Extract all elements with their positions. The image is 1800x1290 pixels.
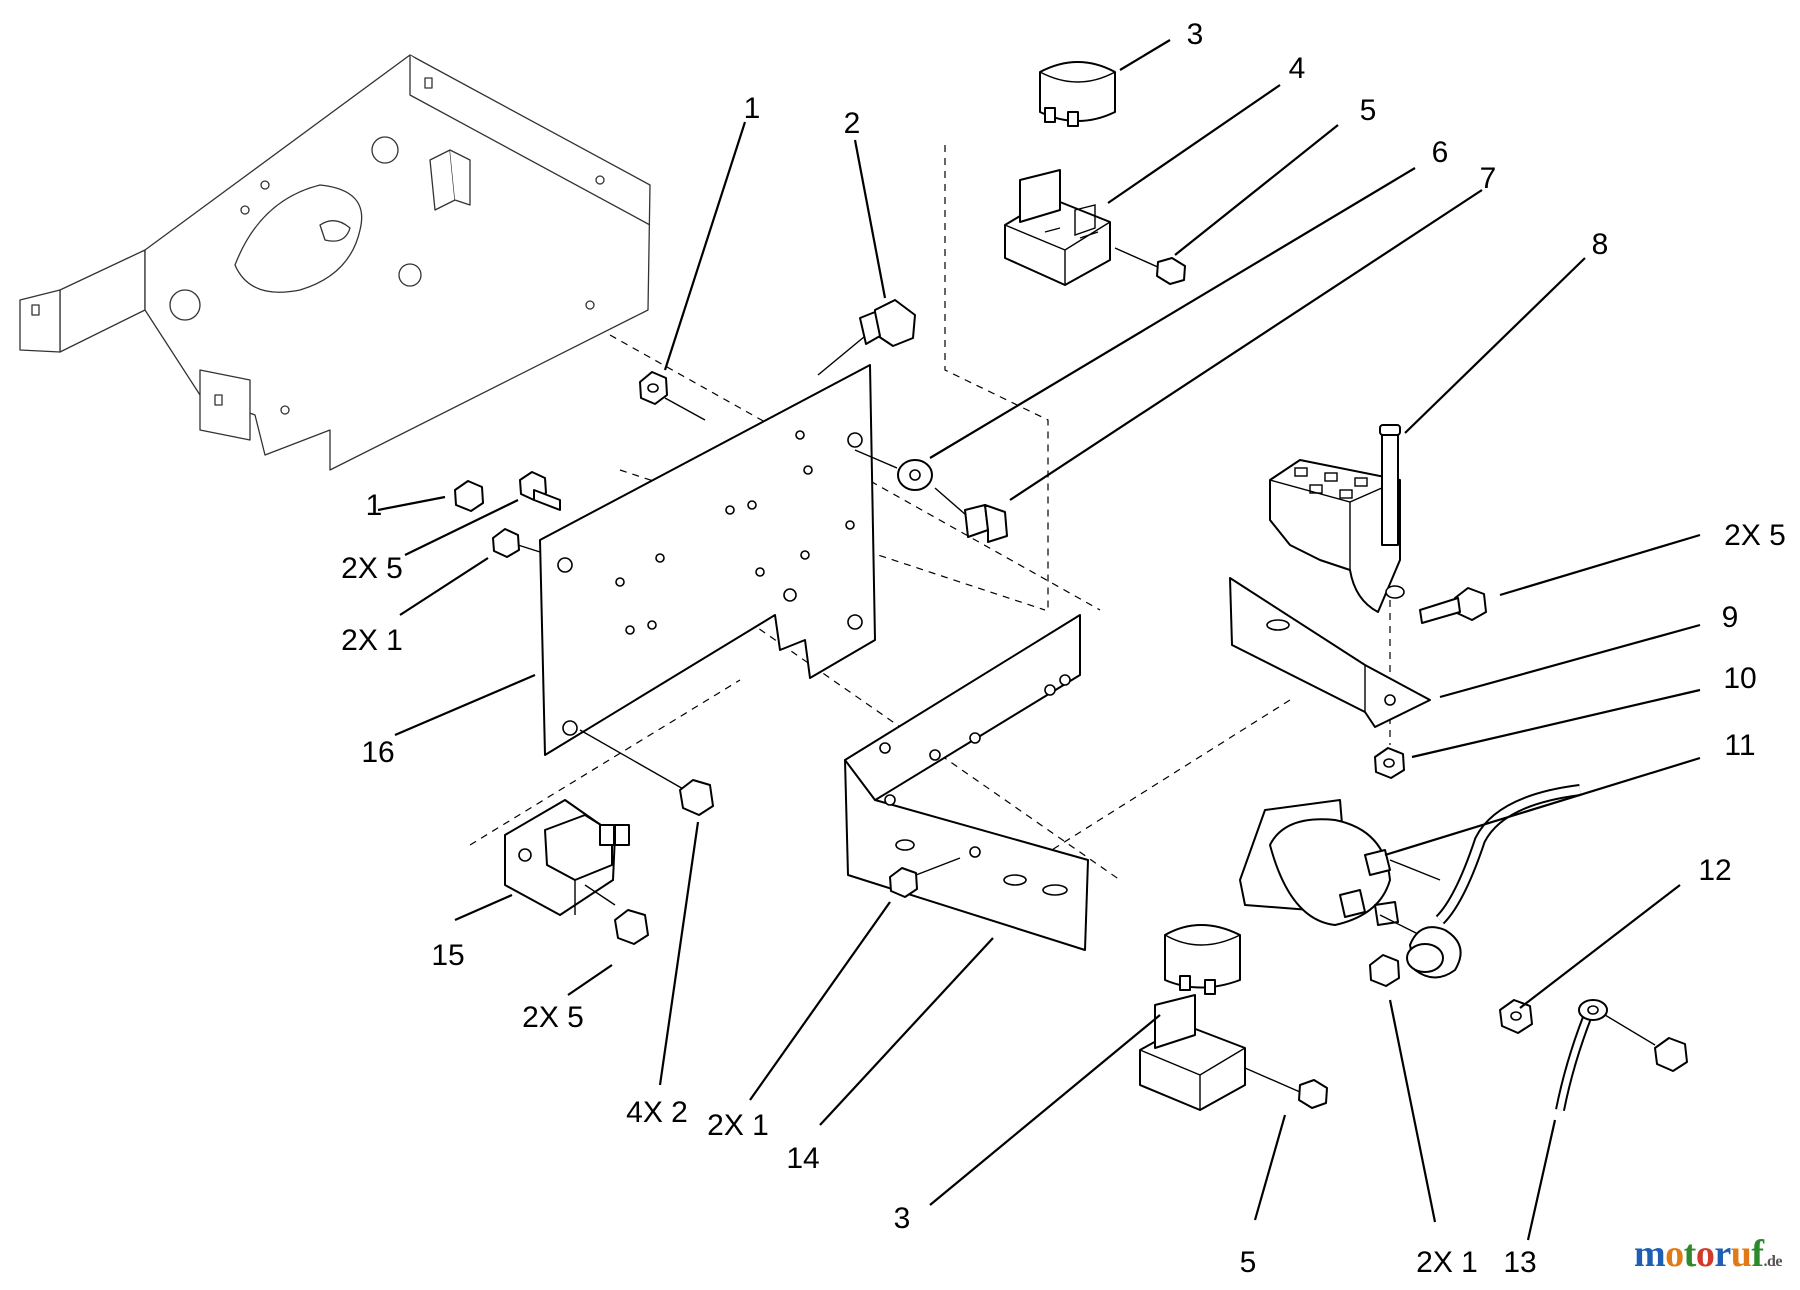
- nut-12: [1499, 999, 1533, 1034]
- callout-5-top: 5: [1360, 94, 1377, 127]
- callout-1-top: 1: [744, 92, 761, 125]
- bolt-2x5-right: [1419, 587, 1487, 624]
- nut-10: [1374, 747, 1405, 779]
- callout-14: 14: [786, 1142, 819, 1175]
- watermark-letter: f: [1751, 1233, 1764, 1275]
- leader-lines: [377, 39, 1701, 1241]
- watermark-letter: m: [1634, 1233, 1666, 1275]
- relay-bottom: [1164, 924, 1241, 995]
- watermark-letter: t: [1683, 1233, 1697, 1275]
- solenoid-11: [1239, 799, 1441, 936]
- connector-8: [1269, 459, 1405, 613]
- relay-top: [1039, 61, 1116, 127]
- mounting-plate: [539, 364, 876, 756]
- bracket-14: [844, 614, 1089, 951]
- relay-15: [504, 799, 630, 916]
- callout-3-top: 3: [1187, 18, 1204, 51]
- frame-chassis: [19, 54, 651, 471]
- bolt-7: [934, 487, 1008, 543]
- cable-12: [1406, 784, 1581, 979]
- bolt-2-top: [817, 299, 916, 376]
- callout-11: 11: [1724, 729, 1755, 762]
- callout-2x1-left: 2X 1: [341, 624, 403, 657]
- callout-6: 6: [1432, 136, 1449, 169]
- pin-8: [1379, 424, 1401, 546]
- callout-8: 8: [1592, 228, 1609, 261]
- callout-12: 12: [1698, 854, 1731, 887]
- callout-3-bottom: 3: [894, 1202, 911, 1235]
- relay-socket-bottom: [1139, 994, 1246, 1111]
- relay-socket-top: [1004, 169, 1111, 286]
- screw-5-bottom: [1244, 1067, 1328, 1109]
- cable-13: [1555, 999, 1608, 1111]
- callout-13: 13: [1503, 1246, 1536, 1279]
- callout-9: 9: [1722, 601, 1739, 634]
- callout-4: 4: [1289, 52, 1306, 85]
- callout-2x1-bottom: 2X 1: [1416, 1246, 1478, 1279]
- nut-2x1-solenoid: [1369, 954, 1400, 987]
- watermark-suffix: .de: [1763, 1253, 1783, 1270]
- watermark-letter: u: [1730, 1233, 1752, 1275]
- left-fasteners: [454, 471, 561, 558]
- callout-1-left: 1: [366, 489, 383, 522]
- callout-2x1-bracket: 2X 1: [707, 1109, 769, 1142]
- callout-2x5-lower: 2X 5: [522, 1001, 584, 1034]
- watermark-letter: r: [1714, 1233, 1731, 1275]
- callout-2-top: 2: [844, 107, 861, 140]
- callout-15: 15: [431, 939, 464, 972]
- callout-4x2: 4X 2: [626, 1096, 688, 1129]
- callout-5-bottom: 5: [1240, 1246, 1257, 1279]
- screw-5-top: [1114, 247, 1186, 285]
- callout-2x5-left: 2X 5: [341, 552, 403, 585]
- watermark-letter: o: [1695, 1233, 1715, 1275]
- bolt-4x2: [579, 729, 714, 816]
- watermark-letter: o: [1665, 1233, 1684, 1275]
- washer-6: [854, 449, 933, 491]
- bracket-9: [1229, 577, 1431, 728]
- nut-2x1-bracket: [889, 857, 961, 898]
- nut-13: [1604, 1014, 1688, 1072]
- callout-2x5-right: 2X 5: [1724, 519, 1786, 552]
- callout-labels: 1 2 3 4 5 6 7 8 2X 5 9 10 11 12 13 5 2X …: [341, 18, 1786, 1279]
- nut-1-top: [639, 371, 706, 421]
- callout-16: 16: [361, 736, 394, 769]
- callout-7: 7: [1480, 162, 1497, 195]
- watermark-logo: motoruf.de: [1634, 1232, 1782, 1276]
- bolt-15: [584, 884, 649, 945]
- callout-10: 10: [1723, 662, 1756, 695]
